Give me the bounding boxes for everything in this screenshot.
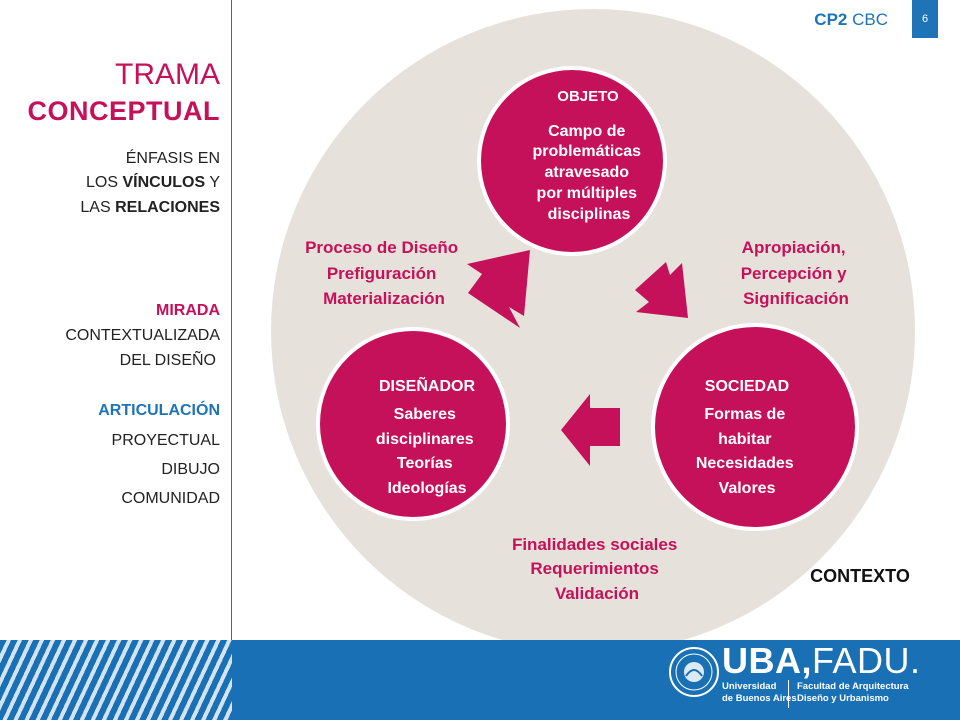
articulacion-item: DIBUJO: [161, 461, 220, 478]
mirada-label: MIRADA: [156, 302, 220, 319]
arrow-sociedad-to-disenador-icon: [561, 394, 620, 466]
university-seal-icon: [669, 647, 719, 697]
faculty-name: Facultad de Arquitectura Diseño y Urbani…: [797, 681, 909, 704]
objeto-title: OBJETO: [557, 88, 619, 105]
context-label: CONTEXTO: [810, 566, 910, 586]
divider-line: [231, 0, 232, 640]
relation-finalidades: Finalidades sociales Requerimientos Vali…: [512, 535, 682, 603]
title-line2: CONCEPTUAL: [27, 96, 220, 126]
mirada-line3: DEL DISEÑO: [119, 352, 216, 369]
footer-stripes: [0, 640, 232, 720]
emphasis-line1: ÉNFASIS EN: [125, 150, 220, 167]
emphasis-line3: LAS RELACIONES: [80, 199, 220, 216]
emphasis-line2: LOS VÍNCULOS Y: [86, 174, 220, 191]
objeto-text: Campo de problemáticas atravesado por mú…: [533, 123, 646, 223]
uba-fadu-logo: UBA,FADU.: [722, 640, 921, 681]
page-number-badge: 6: [912, 0, 938, 38]
articulacion-label: ARTICULACIÓN: [98, 402, 220, 419]
relation-diseno: Proceso de Diseño Prefiguración Material…: [305, 238, 463, 308]
disenador-text: Saberes disciplinares Teorías Ideologías: [376, 406, 478, 497]
logo-separator: [788, 680, 789, 708]
university-name: Universidad de Buenos Aires: [722, 681, 797, 704]
sociedad-title: SOCIEDAD: [705, 378, 789, 395]
node-disenador: [316, 327, 510, 521]
node-sociedad: [651, 323, 859, 531]
page-number: 6: [921, 13, 929, 25]
sociedad-text: Formas de habitar Necesidades Valores: [696, 406, 798, 497]
arrow-disenador-to-objeto-icon: [467, 250, 530, 328]
disenador-title: DISEÑADOR: [379, 375, 475, 395]
course-code: CP2 CBC: [814, 10, 888, 29]
articulacion-item: PROYECTUAL: [111, 432, 220, 449]
relation-apropiacion: Apropiación, Percepción y Significación: [741, 238, 852, 308]
mirada-line2: CONTEXTUALIZADA: [65, 327, 220, 344]
title-line1: TRAMA: [115, 58, 220, 91]
conceptual-diagram: OBJETO Campo de problemáticas atravesado…: [271, 9, 915, 640]
arrow-objeto-to-sociedad-icon: [635, 262, 688, 318]
articulacion-item: COMUNIDAD: [121, 490, 220, 507]
node-objeto: [477, 66, 667, 256]
